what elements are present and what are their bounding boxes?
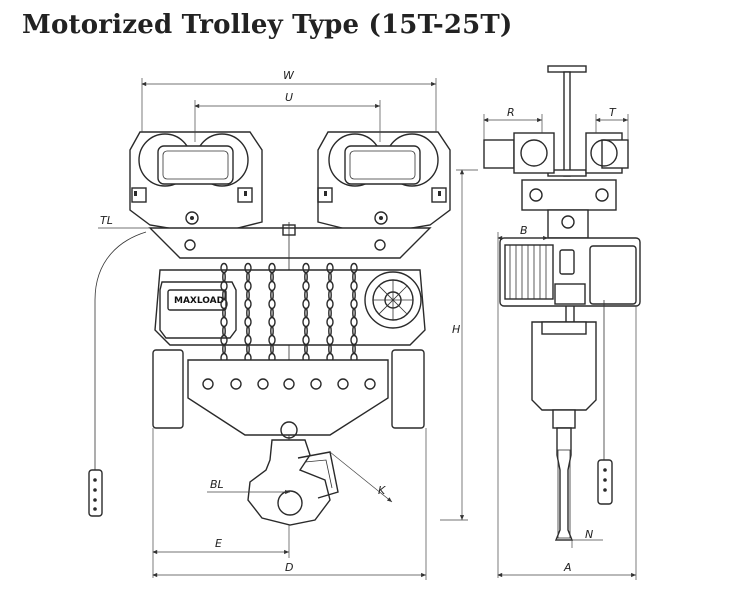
dim-label-b: B — [520, 224, 528, 237]
dim-label-h: H — [452, 323, 460, 336]
dim-label-u: U — [285, 91, 293, 104]
page-title: Motorized Trolley Type (15T-25T) — [22, 10, 513, 40]
chain-link — [304, 343, 308, 355]
gear-cover — [364, 271, 422, 329]
dim-label-d: D — [285, 561, 293, 574]
hook — [247, 439, 339, 526]
dim-label-e: E — [215, 537, 222, 550]
dim-label-r: R — [507, 106, 515, 119]
brand-label: MAXLOAD — [174, 296, 224, 306]
dim-label-k: K — [378, 484, 386, 497]
dim-label-a: A — [563, 561, 572, 574]
pendant-control — [88, 231, 147, 517]
front-view: MAXLOAD — [88, 69, 478, 580]
chain-link — [270, 343, 274, 355]
chain-link — [222, 343, 226, 355]
side-view: R T B N A — [483, 65, 641, 580]
trolley-left — [129, 131, 263, 236]
chain-link — [328, 343, 332, 355]
dim-label-t: T — [609, 106, 617, 119]
dim-label-n: N — [585, 528, 593, 541]
chain-link — [246, 343, 250, 355]
dim-label-bl: BL — [210, 478, 224, 491]
dim-label-tl: TL — [100, 214, 113, 227]
chain-link — [352, 343, 356, 355]
dim-label-w: W — [283, 69, 295, 82]
trolley-right — [317, 131, 451, 236]
